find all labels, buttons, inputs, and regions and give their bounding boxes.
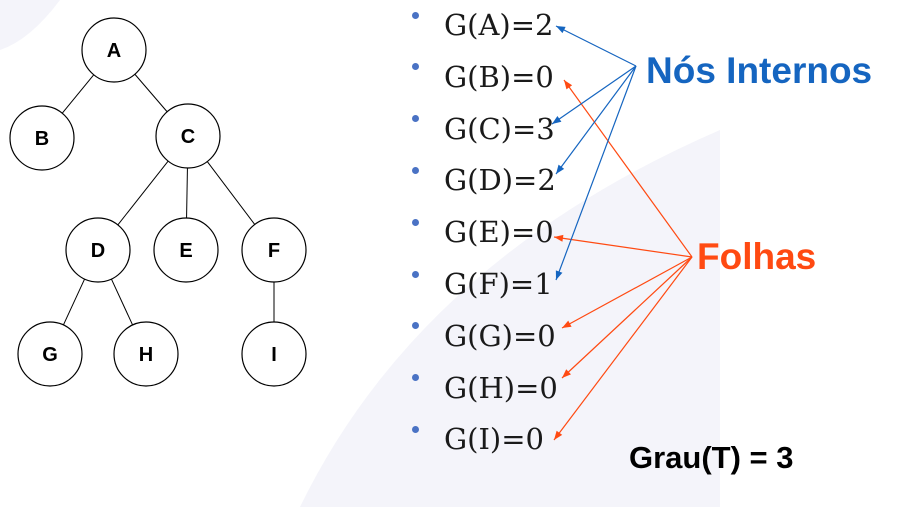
tree-edges	[61, 73, 275, 326]
degree-item-C: G(C)=3	[412, 109, 555, 149]
tree-node-circle	[155, 103, 221, 169]
tree-node-B: B	[9, 105, 75, 171]
arrow-internal-D	[555, 65, 637, 175]
bullet-icon	[412, 63, 419, 71]
tree-node-label: E	[179, 240, 192, 262]
degree-item-H: G(H)=0	[412, 368, 558, 408]
tree-node-label: F	[268, 240, 280, 262]
tree-node-circle	[113, 321, 179, 387]
degree-item-F: G(F)=1	[412, 264, 553, 304]
degree-text: G(E)=0	[444, 215, 554, 250]
degree-item-D: G(D)=2	[412, 160, 556, 200]
degree-text: G(I)=0	[444, 422, 544, 457]
tree-edge-C-D	[117, 160, 169, 226]
tree-edge-C-E	[186, 167, 188, 219]
bullet-icon	[412, 218, 419, 226]
tree-node-label: A	[107, 40, 121, 62]
degree-text: G(C)=3	[444, 111, 555, 146]
degree-text: G(G)=0	[444, 318, 556, 353]
arrow-leaf-I	[553, 256, 693, 441]
tree-degree-label: Grau(T) = 3	[629, 440, 794, 475]
degree-item-I: G(I)=0	[412, 419, 544, 459]
leaves-label: Folhas	[697, 236, 817, 277]
tree-node-circle	[65, 217, 131, 283]
tree-node-I: I	[241, 321, 307, 387]
arrow-leaf-B	[563, 79, 693, 258]
arrow-leaf-G	[561, 256, 693, 329]
tree-node-circle	[9, 105, 75, 171]
arrow-leaf-E	[553, 234, 693, 258]
arrow-internal-F	[555, 65, 637, 281]
bullet-icon	[412, 425, 419, 433]
degree-item-A: G(A)=2	[412, 5, 554, 45]
tree-node-label: I	[271, 344, 277, 366]
arrow-internal-C	[551, 65, 637, 125]
bullet-icon	[412, 270, 419, 278]
tree-edge-A-C	[134, 73, 168, 113]
tree-edge-C-F	[206, 161, 256, 225]
bullet-icon	[412, 115, 419, 123]
annotation-arrows	[551, 25, 693, 441]
bullet-icon	[412, 166, 419, 174]
tree-node-label: H	[139, 344, 153, 366]
tree-node-A: A	[81, 17, 147, 83]
arrow-leaf-H	[561, 256, 693, 379]
degree-text: G(D)=2	[444, 163, 556, 198]
tree-node-circle	[241, 321, 307, 387]
tree-edge-D-H	[110, 278, 134, 326]
tree-edge-D-G	[62, 278, 86, 326]
tree-node-C: C	[155, 103, 221, 169]
degree-text: G(F)=1	[444, 267, 553, 301]
tree-node-circle	[153, 217, 219, 283]
tree-node-label: D	[91, 240, 105, 262]
tree-node-D: D	[65, 217, 131, 283]
tree-node-H: H	[113, 321, 179, 387]
degree-text: G(A)=2	[444, 8, 554, 42]
tree-node-G: G	[17, 321, 83, 387]
tree-edge-A-B	[61, 74, 95, 114]
tree-node-F: F	[241, 217, 307, 283]
bullet-icon	[412, 11, 419, 19]
tree-node-circle	[241, 217, 307, 283]
degree-item-E: G(E)=0	[412, 212, 554, 252]
degree-item-B: G(B)=0	[412, 57, 554, 97]
tree-node-label: C	[181, 126, 195, 148]
degree-text: G(B)=0	[444, 59, 554, 94]
tree-nodes: A B C D E F G H I	[9, 17, 307, 387]
tree-node-label: B	[35, 128, 49, 150]
bullet-icon	[412, 374, 419, 382]
degree-item-G: G(G)=0	[412, 316, 556, 356]
arrow-internal-A	[555, 25, 637, 67]
tree-node-circle	[17, 321, 83, 387]
internal-nodes-label: Nós Internos	[646, 50, 873, 91]
degree-text: G(H)=0	[444, 370, 558, 405]
tree-node-circle	[81, 17, 147, 83]
tree-node-E: E	[153, 217, 219, 283]
tree-node-label: G	[42, 344, 58, 366]
bullet-icon	[412, 322, 419, 330]
